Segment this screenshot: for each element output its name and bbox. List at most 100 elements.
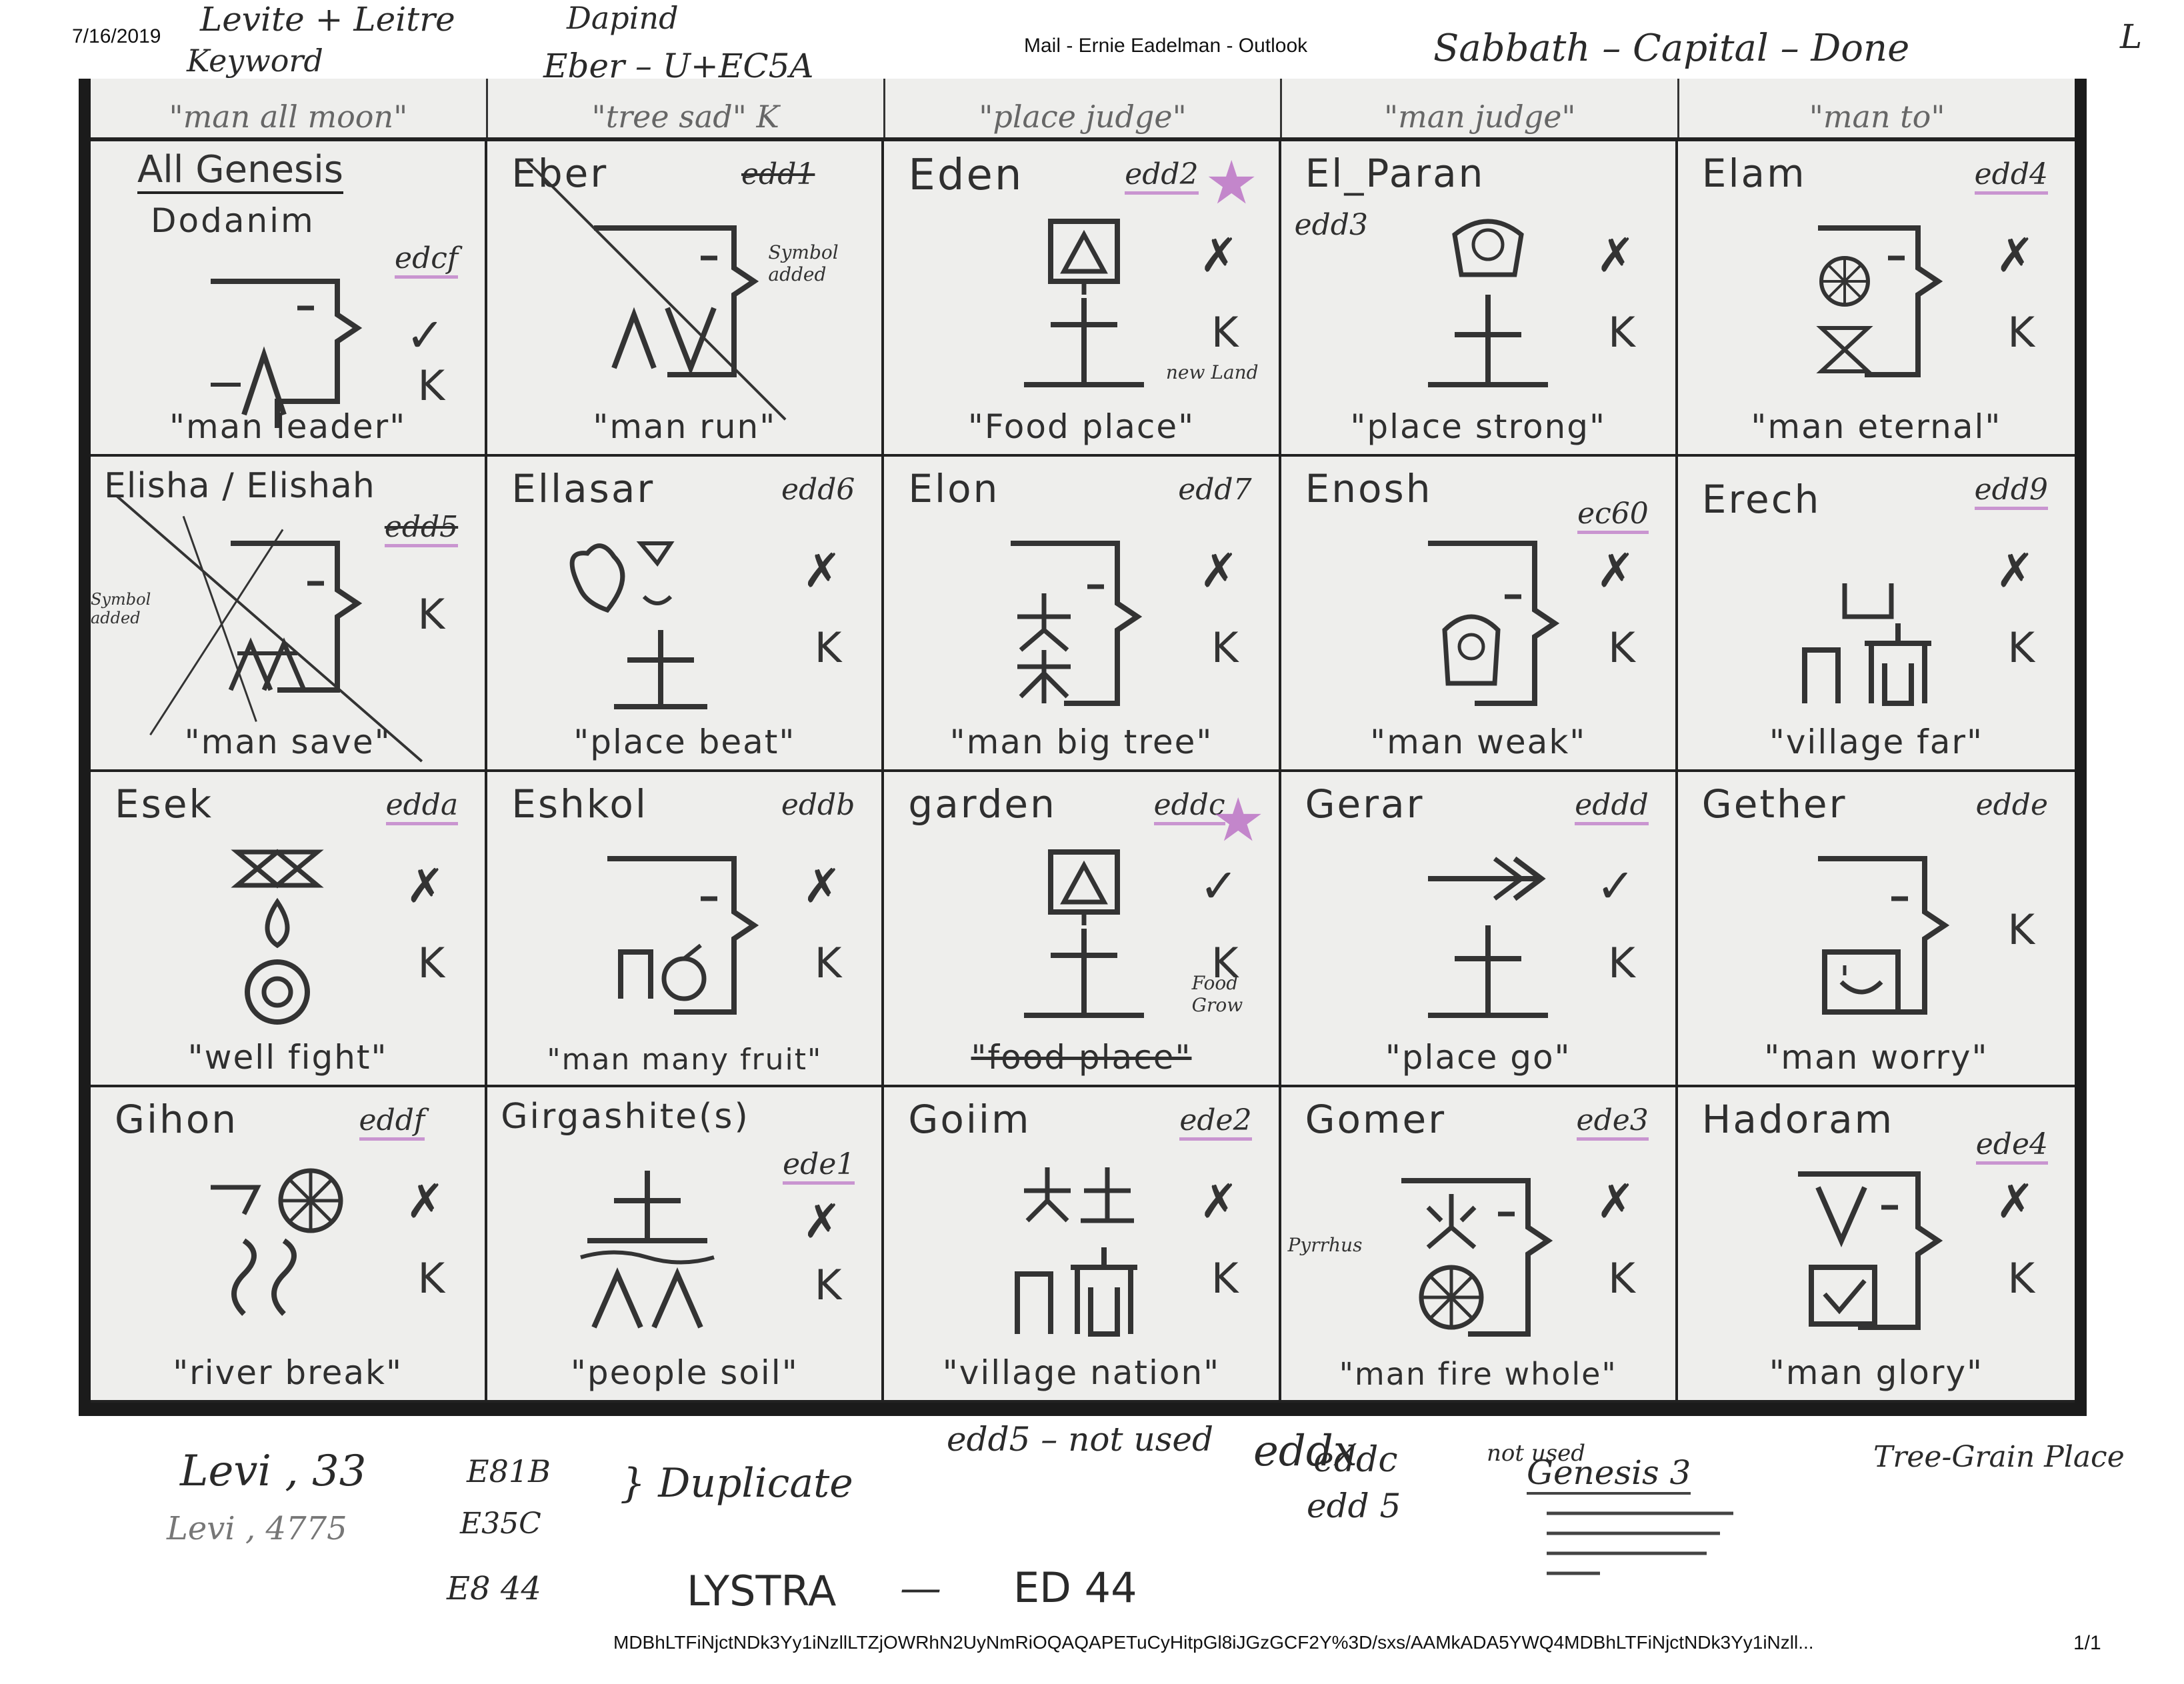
footer-edd5-not-used: edd5 – not used — [947, 1420, 1213, 1459]
cell-name: garden — [908, 781, 1057, 827]
k-mark: K — [417, 1254, 445, 1303]
cell-meaning: "place go" — [1385, 1038, 1571, 1077]
cell-name: Esek — [115, 781, 214, 827]
strip-cell: "place judge" — [885, 79, 1283, 137]
cell-code: edd1 — [741, 157, 815, 191]
cell-code: edd9 — [1974, 473, 2048, 510]
face-glyph-icon — [171, 255, 384, 448]
k-mark: K — [417, 939, 445, 987]
x-mark: ✗ — [1596, 543, 1635, 598]
square-triangle-glyph-icon — [977, 208, 1191, 401]
cell-meaning: "man many fruit" — [547, 1043, 823, 1077]
cell-note: Symbol added — [91, 590, 151, 627]
annotation-dapind: Dapind — [567, 0, 679, 36]
cell-meaning: "people soil" — [570, 1353, 799, 1392]
village-nation-glyph-icon — [964, 1154, 1177, 1347]
mitten-glyph-icon — [1381, 208, 1595, 401]
strip-cell: "man to" — [1809, 99, 1945, 135]
footer-eddc: eddc — [1313, 1440, 1398, 1480]
cell-name: Dodanim — [151, 201, 315, 240]
cell-name: Goiim — [908, 1097, 1031, 1142]
cell-note: Symbol added — [768, 241, 839, 285]
face-worry-glyph-icon — [1758, 839, 1971, 1032]
face-glyph-icon — [567, 208, 781, 401]
cell-meaning: "village far" — [1769, 723, 1983, 761]
annotation-corner: L — [2120, 17, 2143, 56]
footer-code-3: E8 44 — [447, 1570, 541, 1607]
x-mark: ✗ — [405, 1174, 445, 1229]
k-mark: K — [1608, 623, 1635, 672]
cell-meaning: "man eternal" — [1751, 407, 2002, 446]
cell-name: Erech — [1701, 477, 1821, 522]
arrow-glyph-icon — [1381, 839, 1595, 1032]
x-mark: ✗ — [1199, 1174, 1239, 1229]
face-wheel-glyph-icon — [1758, 208, 1971, 401]
grid-cell: Esek edda ✗ K "well fight" — [91, 772, 488, 1087]
cell-code: eddf — [359, 1103, 425, 1141]
footer-code-2: E35C — [460, 1507, 541, 1541]
check-mark: ✓ — [405, 308, 445, 363]
cell-name: Elam — [1701, 151, 1807, 196]
cell-note: Pyrrhus — [1287, 1234, 1363, 1256]
cell-name: Ellasar — [511, 466, 655, 511]
cell-code: edde — [1975, 788, 2048, 822]
footer-dash: — — [900, 1563, 941, 1612]
face-glory-glyph-icon — [1758, 1154, 1971, 1347]
cell-name: Enosh — [1305, 466, 1433, 511]
grid-cell: Gether edde K "man worry" — [1677, 772, 2075, 1087]
cell-meaning: "man worry" — [1764, 1038, 1989, 1077]
check-mark: ✓ — [1199, 859, 1239, 913]
face-mitten-glyph-icon — [1361, 523, 1575, 717]
cell-code: edd4 — [1974, 157, 2048, 195]
k-mark: K — [814, 939, 842, 987]
footer-eddx: eddx — [1253, 1427, 1357, 1476]
x-mark: ✗ — [1596, 1174, 1635, 1229]
k-mark: K — [2007, 308, 2035, 357]
well-glyph-icon — [171, 839, 384, 1032]
cell-meaning: "place beat" — [573, 723, 796, 761]
strip-cell: "tree sad" K — [488, 79, 885, 137]
k-mark: K — [814, 623, 842, 672]
annotation-sabbath: Sabbath – Capital – Done — [1433, 27, 1910, 70]
x-mark: ✗ — [1995, 228, 2035, 283]
x-mark: ✗ — [802, 543, 842, 598]
k-mark: K — [1608, 1254, 1635, 1303]
grid-cell: garden eddc ★ ✓ K Food Grow "food place" — [884, 772, 1281, 1087]
cell-meaning: "village nation" — [942, 1353, 1221, 1392]
cell-meaning: "man run" — [593, 407, 777, 446]
star-icon: ★ — [1204, 150, 1259, 217]
k-mark: K — [1211, 939, 1239, 987]
face-fire-wheel-glyph-icon — [1375, 1154, 1588, 1347]
k-mark: K — [1211, 1254, 1239, 1303]
grid-cell: Ellasar edd6 ✗ K "place beat" — [487, 457, 885, 772]
cell-code: edd3 — [1294, 208, 1368, 242]
grid-cell: Eden edd2 ★ ✗ K new Land "Food place" — [884, 141, 1281, 457]
strip-cell: "man all moon" — [91, 79, 488, 137]
cell-name: Gether — [1701, 781, 1847, 827]
url-footer: MDBhLTFiNjctNDk3Yy1iNzllLTZjOWRhN2UyNmRi… — [613, 1632, 1814, 1653]
cell-meaning: "place strong" — [1350, 407, 1606, 446]
cell-name: Gerar — [1305, 781, 1425, 827]
grid-cell: Gihon eddf ✗ K "river break" — [91, 1087, 488, 1403]
k-mark: K — [1608, 939, 1635, 987]
heart-glyph-icon — [527, 523, 741, 717]
cell-note: Food Grow — [1191, 972, 1243, 1016]
cell-code: edda — [385, 788, 459, 825]
annotation-keyword: Keyword — [187, 43, 323, 79]
k-mark: K — [1608, 308, 1635, 357]
k-mark: K — [2007, 1254, 2035, 1303]
cell-meaning: "river break" — [173, 1353, 403, 1392]
footer-ed44: ED 44 — [1013, 1563, 1137, 1612]
cell-meaning: "food place" — [971, 1038, 1192, 1077]
cell-code: ec60 — [1577, 497, 1649, 534]
square-triangle-glyph-icon — [977, 839, 1191, 1032]
cell-name: Elon — [908, 466, 1000, 511]
cell-meaning: "man save" — [184, 723, 391, 761]
x-mark: ✗ — [802, 859, 842, 913]
cell-name: Hadoram — [1701, 1097, 1895, 1142]
grid-cell: Goiim ede2 ✗ K "village nation" — [884, 1087, 1281, 1403]
footer-lystra: LYSTRA — [687, 1567, 837, 1615]
cell-meaning: "man weak" — [1370, 723, 1587, 761]
k-mark: K — [417, 590, 445, 639]
annotation-levite: Levite + Leitre — [200, 0, 455, 39]
